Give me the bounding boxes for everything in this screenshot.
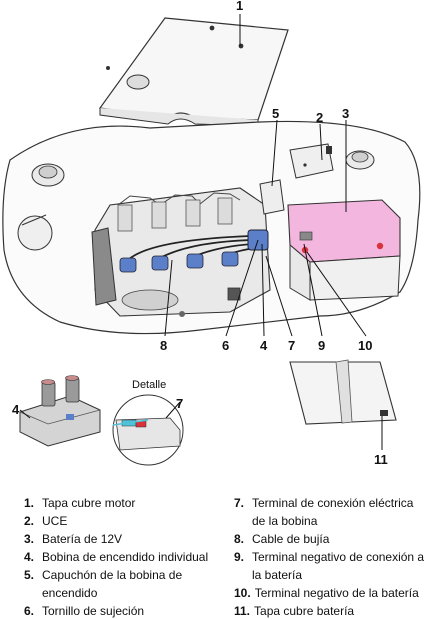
callout-10: 10 bbox=[358, 338, 372, 353]
legend-num: 6. bbox=[24, 604, 35, 618]
legend-text: Tornillo de sujeción bbox=[42, 604, 145, 618]
callout-6: 6 bbox=[222, 338, 229, 353]
legend-text: Tapa cubre motor bbox=[42, 496, 136, 510]
legend-item: 5. Capuchón de la bobina de encendido bbox=[24, 566, 194, 602]
engine-block bbox=[91, 187, 271, 317]
callout-2: 2 bbox=[316, 110, 323, 125]
legend-text: Terminal de conexión eléctrica de la bob… bbox=[252, 496, 414, 528]
callout-11: 11 bbox=[374, 452, 388, 467]
coil-cap bbox=[259, 179, 285, 215]
legend: 1. Tapa cubre motor 2. UCE 3. Batería de… bbox=[0, 488, 429, 618]
legend-item: 8. Cable de bujía bbox=[234, 530, 426, 548]
legend-num: 4. bbox=[24, 550, 35, 564]
legend-text: Capuchón de la bobina de encendido bbox=[42, 568, 183, 600]
callout-7: 7 bbox=[288, 338, 295, 353]
legend-item: 1. Tapa cubre motor bbox=[24, 494, 214, 512]
engine-cover bbox=[98, 17, 289, 127]
callout-1: 1 bbox=[236, 0, 243, 13]
legend-item: 4. Bobina de encendido individual bbox=[24, 548, 224, 566]
detail-circle bbox=[112, 394, 184, 466]
legend-item: 9. Terminal negativo de conexión a la ba… bbox=[234, 548, 426, 584]
legend-num: 1. bbox=[24, 496, 35, 510]
legend-item: 10. Terminal negativo de la batería bbox=[234, 584, 426, 602]
callout-3: 3 bbox=[342, 106, 349, 121]
legend-item: 7. Terminal de conexión eléctrica de la … bbox=[234, 494, 426, 530]
legend-item: 6. Tornillo de sujeción bbox=[24, 602, 214, 620]
ecu bbox=[289, 143, 334, 179]
legend-item: 3. Batería de 12V bbox=[24, 530, 214, 548]
legend-item: 2. UCE bbox=[24, 512, 214, 530]
legend-text: Bobina de encendido individual bbox=[42, 550, 209, 564]
legend-item: 11. Tapa cubre batería bbox=[234, 602, 426, 620]
battery-cover bbox=[289, 359, 397, 425]
legend-text: Cable de bujía bbox=[252, 532, 330, 546]
legend-num: 7. bbox=[234, 496, 245, 510]
callout-5: 5 bbox=[272, 106, 279, 121]
legend-text: Tapa cubre batería bbox=[254, 604, 355, 618]
legend-num: 5. bbox=[24, 568, 35, 582]
detail-coil bbox=[19, 375, 101, 447]
leader-lines bbox=[19, 14, 383, 450]
engine-diagram: 1 5 2 3 8 6 4 7 9 10 11 4 7 Detalle bbox=[2, 0, 421, 467]
callout-detail-4: 4 bbox=[12, 402, 20, 417]
legend-text: Terminal negativo de conexión a la bater… bbox=[252, 550, 425, 582]
legend-num: 2. bbox=[24, 514, 35, 528]
legend-text: Batería de 12V bbox=[42, 532, 123, 546]
legend-text: UCE bbox=[42, 514, 68, 528]
callouts: 1 5 2 3 8 6 4 7 9 10 11 4 7 Detalle bbox=[12, 0, 388, 467]
legend-num: 8. bbox=[234, 532, 245, 546]
legend-text: Terminal negativo de la batería bbox=[254, 586, 419, 600]
callout-4: 4 bbox=[260, 338, 268, 353]
legend-num: 9. bbox=[234, 550, 245, 564]
legend-num: 10. bbox=[234, 586, 251, 600]
detail-title: Detalle bbox=[132, 379, 166, 391]
callout-9: 9 bbox=[318, 338, 325, 353]
callout-8: 8 bbox=[160, 338, 167, 353]
legend-num: 11. bbox=[234, 604, 251, 618]
callout-detail-7: 7 bbox=[176, 396, 183, 411]
legend-num: 3. bbox=[24, 532, 35, 546]
